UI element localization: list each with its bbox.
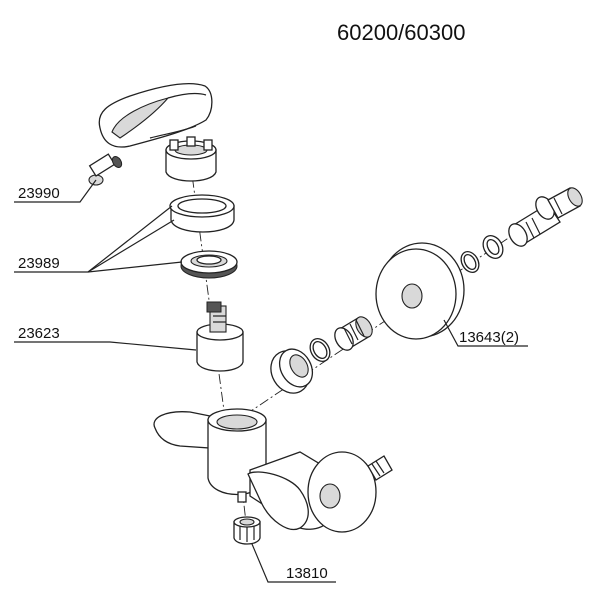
o-ring-part-2 [460, 251, 480, 273]
retaining-ring-part [180, 250, 238, 279]
handle-lever-part [98, 83, 213, 148]
label-aerator: 13810 [286, 565, 328, 582]
castellated-nut-part [165, 136, 217, 182]
model-number-title: 60200/60300 [337, 20, 465, 45]
label-retaining-ring: 23989 [18, 255, 60, 272]
label-set-screw: 23990 [18, 185, 60, 202]
mixer-body-part [153, 408, 393, 533]
leader-lines [14, 179, 528, 583]
union-nut-part [270, 348, 314, 394]
threaded-adapter-part [334, 316, 373, 351]
o-ring-part-3 [482, 235, 504, 259]
eccentric-connector-part [508, 187, 583, 247]
cartridge-part [196, 301, 244, 372]
label-wall-flange: 13643(2) [459, 329, 519, 346]
set-screw-part [88, 153, 123, 186]
aerator-part [233, 516, 261, 545]
wall-flange-part [375, 242, 465, 340]
o-ring-part-1 [309, 338, 331, 362]
label-cartridge: 23623 [18, 325, 60, 342]
dome-cover-part [169, 194, 235, 233]
